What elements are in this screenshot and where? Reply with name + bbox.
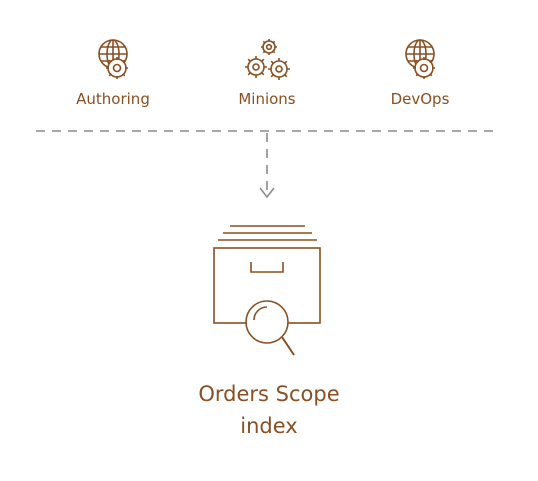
source-label: Minions [238,90,296,108]
index-search-icon [213,225,321,356]
gears-icon [245,39,290,80]
target-title: Orders Scope index [169,378,369,442]
source-label: DevOps [390,90,450,108]
source-label: Authoring [76,90,150,108]
globe-gear-icon [98,39,128,79]
source-node-minions: Minions [197,36,337,108]
target-title-line-2: index [240,414,298,438]
globe-gear-icon [405,39,435,79]
source-node-authoring: Authoring [43,36,183,108]
target-title-line-1: Orders Scope [198,382,340,406]
arrowhead-icon [259,187,275,199]
source-node-devops: DevOps [350,36,490,108]
